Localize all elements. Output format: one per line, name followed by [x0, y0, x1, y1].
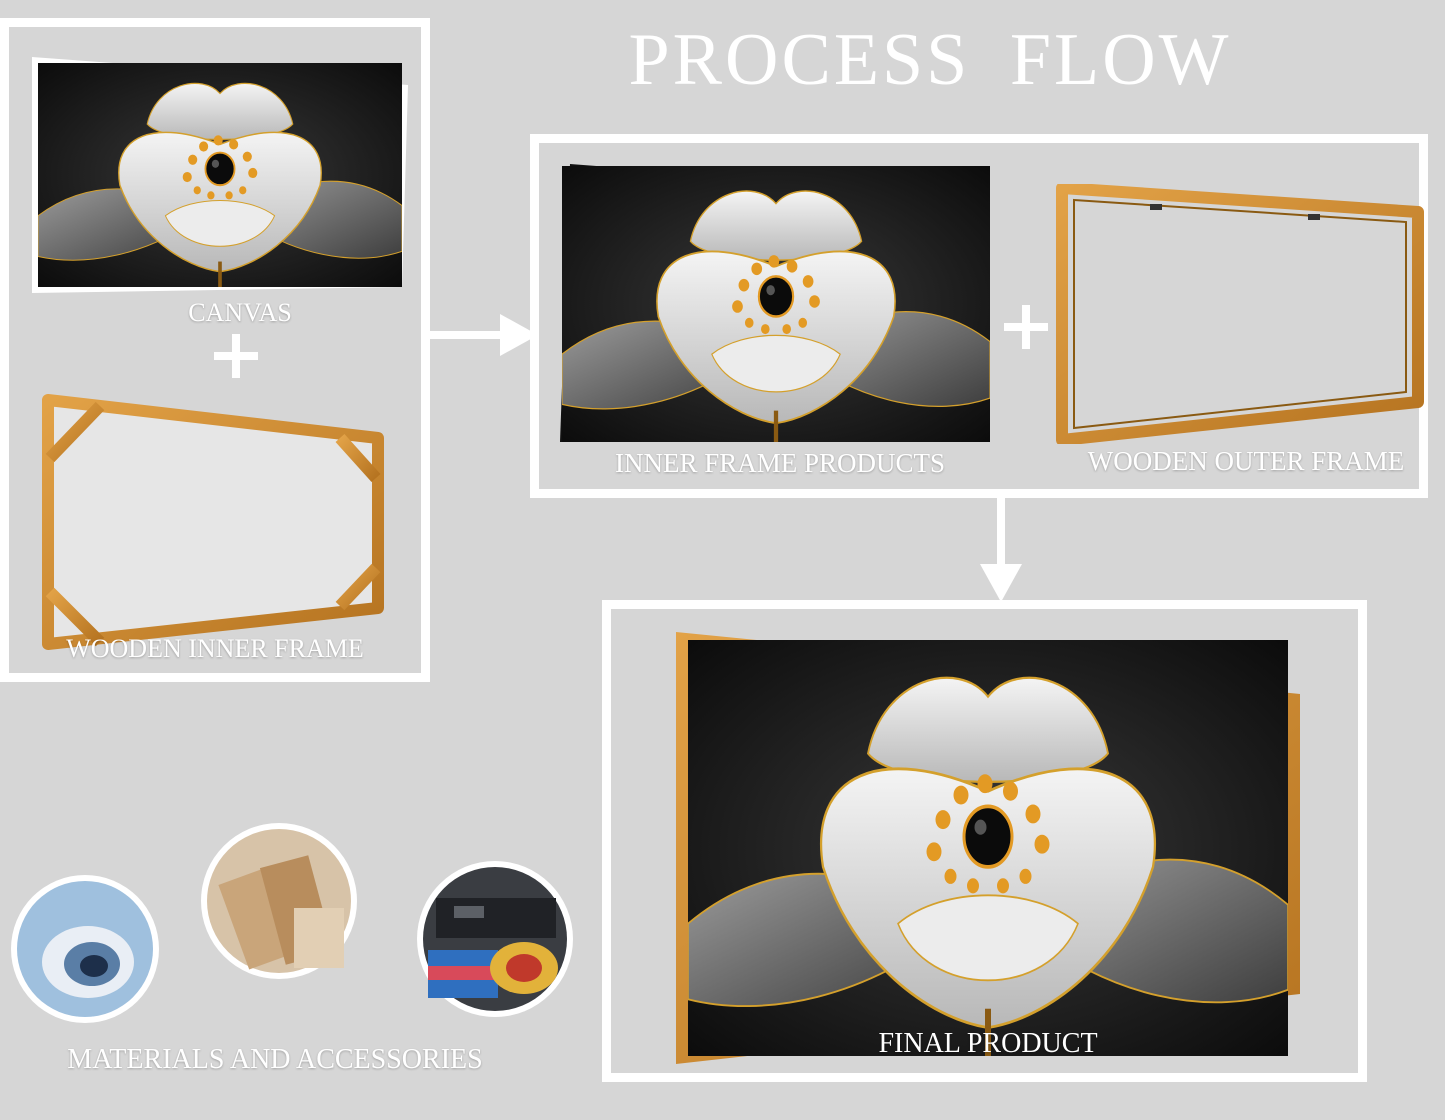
wooden-outer-frame-image: [1056, 184, 1424, 444]
arrow-down-icon: [978, 494, 1024, 604]
arrow-right-icon: [428, 312, 540, 358]
canvas-frame-box: [0, 18, 430, 682]
plus-icon: [1022, 305, 1030, 349]
inner-frame-product-image: [560, 164, 992, 444]
wooden-inner-frame-label: WOODEN INNER FRAME: [66, 634, 364, 663]
materials-label: MATERIALS AND ACCESSORIES: [67, 1044, 483, 1075]
canvas-image: [30, 55, 410, 295]
canvas-roll-circle: [8, 872, 162, 1026]
printer-circle: [414, 858, 576, 1020]
inner-frame-products-label: INNER FRAME PRODUCTS: [614, 448, 946, 478]
wooden-outer-frame-label: WOODEN OUTER FRAME: [1087, 446, 1405, 476]
plus-icon: [232, 334, 240, 378]
final-product-box: [602, 600, 1367, 1082]
final-product-image: [672, 628, 1304, 1068]
page-title: PROCESS FLOW: [628, 19, 1232, 101]
wooden-inner-frame-image: [40, 392, 390, 654]
final-product-label: FINAL PRODUCT: [878, 1028, 1098, 1059]
canvas-label: CANVAS: [188, 298, 292, 327]
wood-material-circle: [198, 820, 360, 982]
